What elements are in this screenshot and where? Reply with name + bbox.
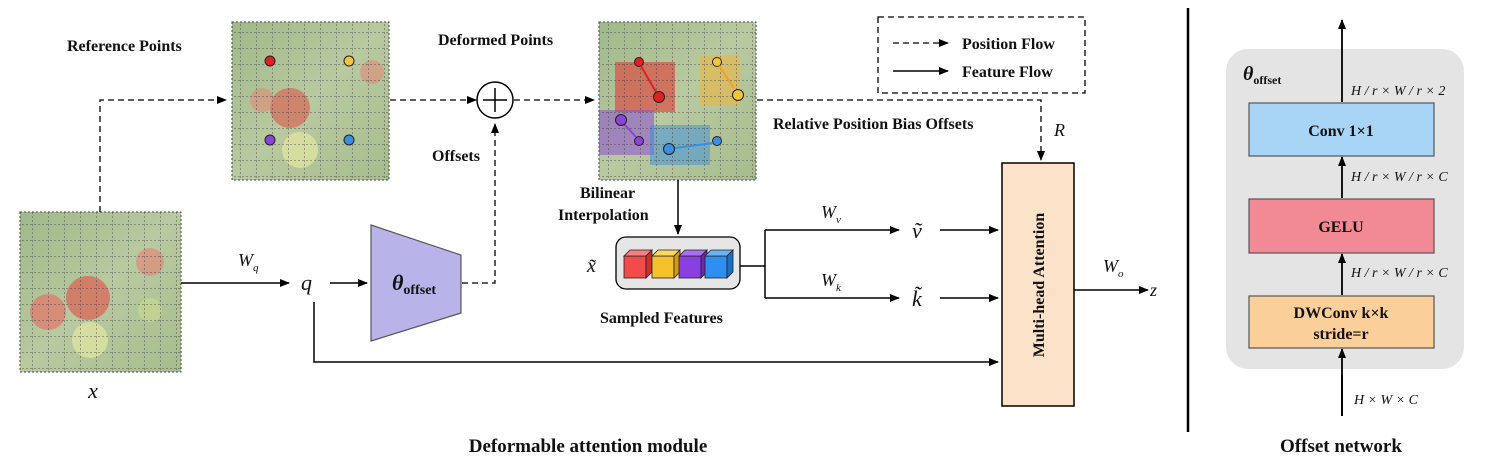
query-q-label: q [301,270,312,295]
relative-position-label: Relative Position Bias Offsets [773,116,973,133]
mha-label: Multi-head Attention [1031,213,1048,358]
output-z-label: z [1149,280,1157,300]
panel-theta-label: θoffset [1243,63,1281,87]
conv-label: Conv 1×1 [1308,123,1374,140]
offset-network-panel [1226,19,1464,416]
ref-point-blue [343,134,355,146]
ref-point-red [264,55,276,67]
ref-point-purple [264,134,276,146]
reference-points-label: Reference Points [67,38,182,55]
add-node [476,81,514,119]
gelu-label: GELU [1318,219,1364,236]
legend-box [877,16,1086,94]
sampled-features-label: Sampled Features [600,310,723,327]
dim-top-label: H / r × W / r × 2 [1350,84,1445,99]
offset-network-block [370,224,462,342]
wq-label: Wq [238,250,259,274]
dwconv-label-2: stride=r [1313,326,1368,343]
deformed-points-label: Deformed Points [438,32,553,49]
ref-point-yellow [343,55,355,67]
wk-label: Wk [821,270,842,294]
left-caption: Deformable attention module [469,436,708,457]
theta-offset-label: θoffset [392,270,436,298]
xtilde-label: x̃ [586,255,596,277]
input-feature-map [19,211,182,373]
input-x-label: x [87,378,98,403]
deformed-points-map [598,21,757,181]
bilinear-label-2: Interpolation [558,207,649,224]
sampled-features-box [615,236,741,290]
reference-points-map [231,21,390,181]
ktilde-label: k̃ [912,286,923,311]
dim-bottom-label: H × W × C [1353,393,1419,408]
right-caption: Offset network [1280,436,1402,457]
legend-feature-flow: Feature Flow [962,64,1053,81]
dim-mid1-label: H / r × W / r × C [1350,170,1448,185]
offsets-label: Offsets [432,148,480,165]
legend-position-flow: Position Flow [962,36,1055,53]
position-flow-arrows [99,96,1045,284]
wo-label: Wo [1103,256,1124,280]
wv-label: Wv [821,202,841,226]
multi-head-attention-block [1001,162,1075,407]
bilinear-label-1: Bilinear [580,185,635,202]
dim-mid2-label: H / r × W / r × C [1350,266,1448,281]
dwconv-label-1: DWConv k×k [1294,305,1389,322]
feature-flow-arrows [181,180,1149,366]
vtilde-label: ṽ [912,218,923,243]
r-label: R [1053,120,1065,140]
